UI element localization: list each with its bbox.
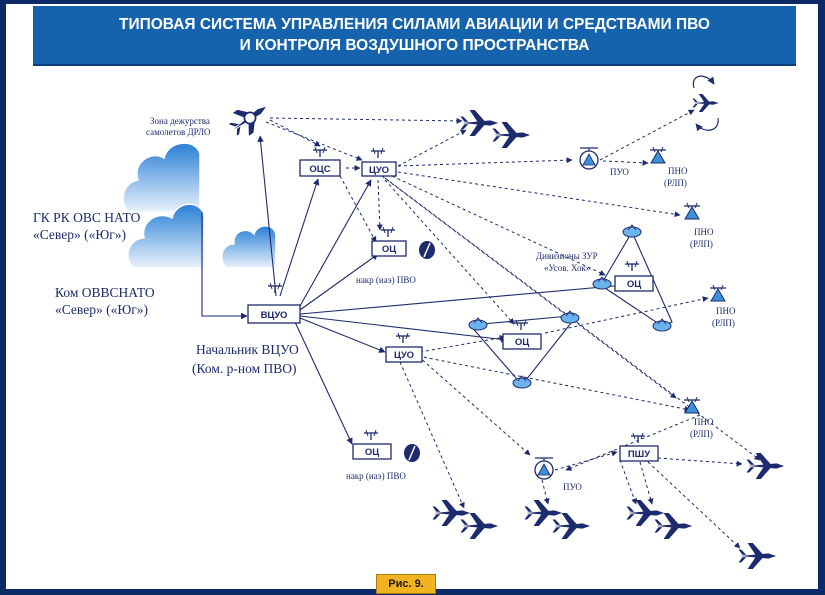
cuo-top-node: ЦУО xyxy=(361,147,397,177)
pno-rlp-1-sublabel: (РЛП) xyxy=(664,178,687,188)
figure-frame xyxy=(6,4,818,589)
puo-2-icon xyxy=(534,457,554,480)
fighter-group-2-icon xyxy=(524,500,591,539)
nakr-2-icon xyxy=(404,444,420,462)
puo-label-2: ПУО xyxy=(563,482,582,492)
gk-rk-label-2: «Север» («Юг») xyxy=(33,227,126,242)
pno-rlp-3-sublabel: (РЛП) xyxy=(712,318,735,328)
fighter-group-1-icon xyxy=(432,500,499,539)
awacs-aircraft-icon xyxy=(224,95,275,142)
ocs-label: ОЦС xyxy=(309,164,330,175)
sam-div-label-1: Дивизионы ЗУР xyxy=(536,251,598,261)
vcuo-label: ВЦУО xyxy=(261,310,288,321)
awacs-zone-label-2: самолетов ДРЛО xyxy=(146,127,211,137)
oc-2-label: ОЦ xyxy=(627,279,641,290)
puo-1-icon xyxy=(579,147,599,170)
oc-2-node: ОЦ xyxy=(614,260,654,292)
sam-launcher-icon xyxy=(622,224,642,238)
title-line-1: ТИПОВАЯ СИСТЕМА УПРАВЛЕНИЯ СИЛАМИ АВИАЦИ… xyxy=(119,16,710,33)
pno-rlp-2-sublabel: (РЛП) xyxy=(690,239,713,249)
vcuo-node: ВЦУО xyxy=(247,282,301,324)
cuo-mid-label: ЦУО xyxy=(394,350,414,361)
figure-header: ТИПОВАЯ СИСТЕМА УПРАВЛЕНИЯ СИЛАМИ АВИАЦИ… xyxy=(33,6,796,66)
sam-launcher-icon xyxy=(468,317,488,331)
pno-rlp-2-label: ПНО xyxy=(694,227,714,237)
pno-rlp-4-sublabel: (РЛП) xyxy=(690,429,713,439)
kom-label-2: «Север» («Юг») xyxy=(55,302,148,317)
pno-rlp-1-label: ПНО xyxy=(668,166,688,176)
oc-4-node: ОЦ xyxy=(352,429,392,460)
patrol-orbit-icon xyxy=(692,75,719,132)
fighter-single-1-icon xyxy=(746,453,785,479)
nakr-label-2: накр (иаэ) ПВО xyxy=(346,471,406,481)
radar-post-1-icon xyxy=(649,146,667,164)
sam-div-label-2: «Усов. Хок» xyxy=(544,263,590,273)
nakr-1-icon xyxy=(419,241,435,259)
awacs-zone-label-1: Зона дежурства xyxy=(150,116,210,126)
pshu-label: ПШУ xyxy=(628,449,650,460)
nakr-label-1: накр (иаэ) ПВО xyxy=(356,275,416,285)
pno-rlp-3-label: ПНО xyxy=(716,306,736,316)
oc-1-node: ОЦ xyxy=(371,226,407,257)
fighter-single-2-icon xyxy=(738,543,777,569)
patrol-aircraft-icon xyxy=(692,94,719,112)
sam-launcher-icon xyxy=(592,276,612,290)
cloud-right xyxy=(221,225,277,269)
ocs-node: ОЦС xyxy=(299,146,341,177)
figure-caption: Рис. 9. xyxy=(376,574,436,594)
sam-launcher-icon xyxy=(652,318,672,332)
radar-post-2-icon xyxy=(683,202,701,220)
cuo-top-label: ЦУО xyxy=(369,165,389,176)
pno-rlp-4-label: ПНО xyxy=(694,417,714,427)
cloud-left xyxy=(122,142,205,269)
cuo-mid-node: ЦУО xyxy=(385,332,423,363)
fighter-pair-icon xyxy=(460,110,531,148)
fighter-group-3-icon xyxy=(626,500,693,539)
pshu-node: ПШУ xyxy=(619,432,659,462)
solid-links xyxy=(201,135,673,445)
oc-1-label: ОЦ xyxy=(382,244,396,255)
oc-3-label: ОЦ xyxy=(515,337,529,348)
title-line-2: И КОНТРОЛЯ ВОЗДУШНОГО ПРОСТРАНСТВА xyxy=(239,37,590,54)
chief-label-2: (Ком. р-ном ПВО) xyxy=(192,361,297,376)
puo-label-1: ПУО xyxy=(610,167,629,177)
oc-3-node: ОЦ xyxy=(502,319,542,350)
radar-post-4-icon xyxy=(683,396,701,414)
oc-4-label: ОЦ xyxy=(365,447,379,458)
gk-rk-label-1: ГК РК ОВС НАТО xyxy=(33,210,141,225)
kom-label-1: Ком ОВВСНАТО xyxy=(55,285,155,300)
radar-post-3-icon xyxy=(709,284,727,302)
chief-label-1: Начальник ВЦУО xyxy=(196,342,299,357)
dashed-links xyxy=(265,109,761,549)
